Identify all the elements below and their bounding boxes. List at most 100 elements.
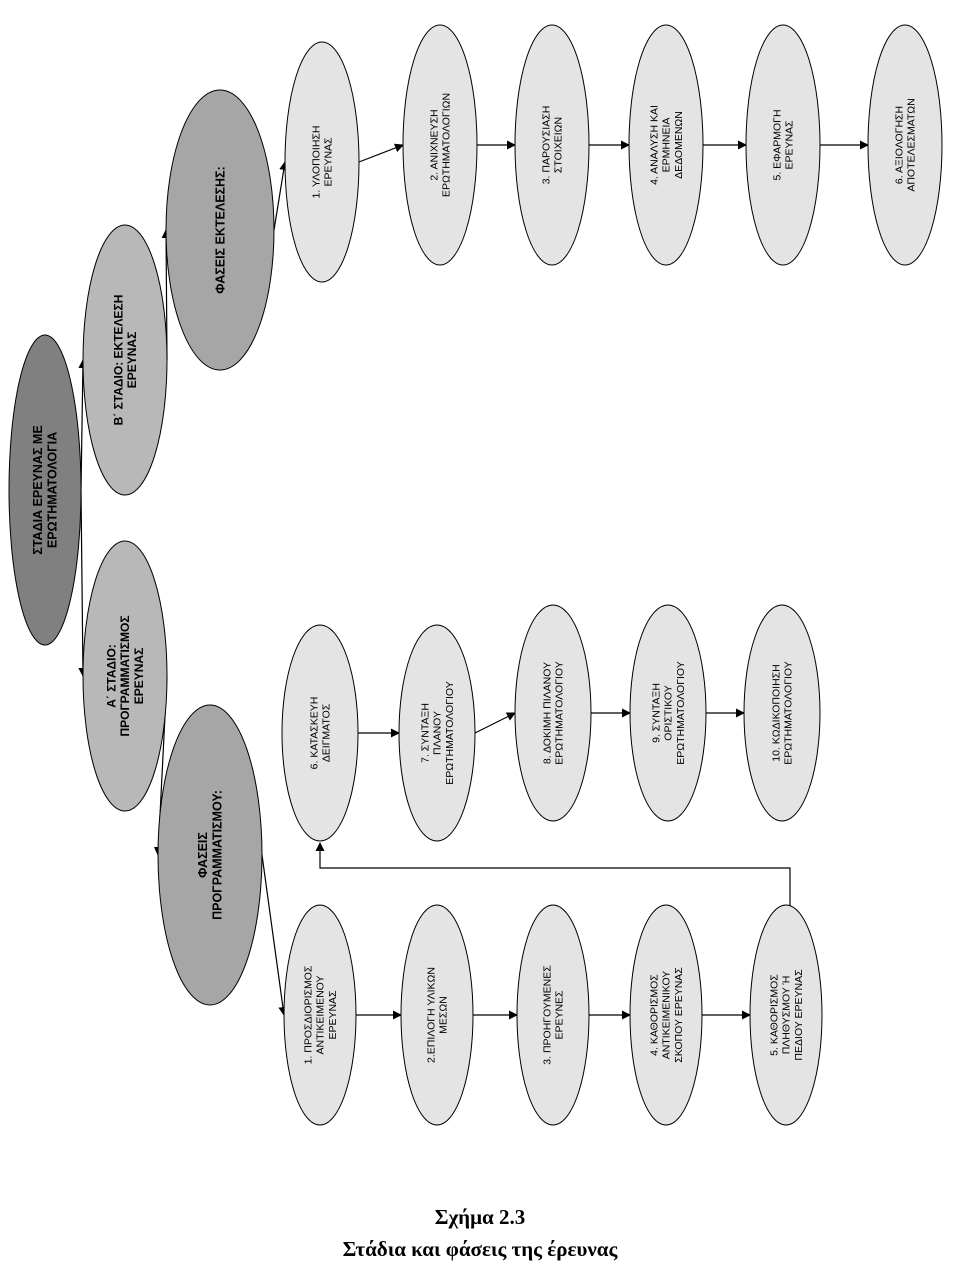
node-label-line: 4. ΑΝΑΛΥΣΗ ΚΑΙ — [649, 105, 661, 185]
node-e6: 6. ΑΞΙΟΛΟΓΗΣΗΑΠΟΤΕΛΕΣΜΑΤΩΝ — [867, 24, 943, 266]
node-e5: 5. ΕΦΑΡΜΟΓΗΕΡΕΥΝΑΣ — [745, 24, 821, 266]
node-e4: 4. ΑΝΑΛΥΣΗ ΚΑΙΕΡΜΗΝΕΙΑΔΕΔΟΜΕΝΩΝ — [628, 24, 704, 266]
node-label: 5. ΕΦΑΡΜΟΓΗΕΡΕΥΝΑΣ — [772, 109, 796, 180]
node-label: ΣΤΑΔΙΑ ΕΡΕΥΝΑΣ ΜΕΕΡΩΤΗΜΑΤΟΛΟΓΙΑ — [31, 425, 59, 554]
node-label: 4. ΑΝΑΛΥΣΗ ΚΑΙΕΡΜΗΝΕΙΑΔΕΔΟΜΕΝΩΝ — [649, 105, 685, 185]
arrow-root-to-stage_b — [78, 359, 88, 491]
node-label-line: ΜΕΣΩΝ — [438, 996, 450, 1034]
node-label-line: 10. ΚΩΔΙΚΟΠΟΙΗΣΗ — [771, 664, 783, 761]
diagram-nodes: ΣΤΑΔΙΑ ΕΡΕΥΝΑΣ ΜΕΕΡΩΤΗΜΑΤΟΛΟΓΙΑ Α΄ ΣΤΑΔΙΟ… — [8, 24, 943, 1126]
node-shape — [82, 224, 168, 496]
node-shape — [398, 624, 476, 842]
node-shape — [867, 24, 943, 266]
node-label-line: Β΄ ΣΤΑΔΙΟ: ΕΚΤΕΛΕΣΗ — [111, 295, 125, 426]
node-label: 5. ΚΑΘΟΡΙΣΜΟΣΠΛΗΘΥΣΜΟΥ ΉΠΕΔΙΟΥ ΕΡΕΥΝΑΣ — [769, 969, 805, 1061]
node-shape — [165, 89, 275, 371]
node-label-line: 6. ΑΞΙΟΛΟΓΗΣΗ — [894, 106, 906, 184]
node-p4: 4. ΚΑΘΟΡΙΣΜΟΣΑΝΤΙΚΕΙΜΕΝΙΚΟΥΣΚΟΠΟΥ ΕΡΕΥΝΑ… — [629, 904, 703, 1126]
node-phase-execution: ΦΑΣΕΙΣ ΕΚΤΕΛΕΣΗΣ: — [165, 89, 275, 371]
node-label-line: ΕΡΕΥΝΑΣ — [323, 137, 335, 187]
node-label-line: ΕΡΩΤΗΜΑΤΟΛΟΓΙΑ — [46, 432, 60, 548]
node-label-line: ΕΡΕΥΝΑΣ — [784, 120, 796, 170]
node-label: 4. ΚΑΘΟΡΙΣΜΟΣΑΝΤΙΚΕΙΜΕΝΙΚΟΥΣΚΟΠΟΥ ΕΡΕΥΝΑ… — [649, 967, 685, 1063]
arrow-phase_execution-to-e1 — [273, 161, 289, 231]
node-shape — [281, 624, 359, 842]
node-label: 3. ΠΡΟΗΓΟΥΜΕΝΕΣΕΡΕΥΝΕΣ — [542, 965, 566, 1065]
node-label-line: 5. ΕΦΑΡΜΟΓΗ — [772, 109, 784, 180]
figure-number: Σχήμα 2.3 — [434, 1205, 526, 1229]
node-root: ΣΤΑΔΙΑ ΕΡΕΥΝΑΣ ΜΕΕΡΩΤΗΜΑΤΟΛΟΓΙΑ — [8, 334, 82, 646]
node-label-line: ΔΕΔΟΜΕΝΩΝ — [673, 111, 685, 179]
node-label-line: ΕΡΕΥΝΑΣ — [327, 990, 339, 1040]
node-label: 1. ΥΛΟΠΟΙΗΣΗΕΡΕΥΝΑΣ — [311, 126, 335, 199]
node-label-line: ΕΡΩΤΗΜΑΤΟΛΟΓΙΟΥ — [675, 661, 687, 765]
arrow-p5-to-p6 — [315, 842, 791, 911]
node-e1: 1. ΥΛΟΠΟΙΗΣΗΕΡΕΥΝΑΣ — [284, 41, 360, 283]
node-label: 10. ΚΩΔΙΚΟΠΟΙΗΣΗΕΡΩΤΗΜΑΤΟΛΟΓΙΟΥ — [771, 661, 795, 765]
node-label-line: 3. ΠΑΡΟΥΣΙΑΣΗ — [541, 106, 553, 185]
node-shape — [400, 904, 474, 1126]
node-label: 2.ΕΠΙΛΟΓΗ ΥΛΙΚΩΝΜΕΣΩΝ — [426, 967, 450, 1063]
node-stage-a: Α΄ ΣΤΑΔΙΟ:ΠΡΟΓΡΑΜΜΑΤΙΣΜΟΣΕΡΕΥΝΑΣ — [82, 540, 168, 812]
node-label: ΦΑΣΕΙΣΠΡΟΓΡΑΜΜΑΤΙΣΜΟΥ: — [196, 790, 224, 920]
node-p2: 2.ΕΠΙΛΟΓΗ ΥΛΙΚΩΝΜΕΣΩΝ — [400, 904, 474, 1126]
node-shape — [82, 540, 168, 812]
node-label: 9. ΣΥΝΤΑΞΗΟΡΙΣΤΙΚΟΥΕΡΩΤΗΜΑΤΟΛΟΓΙΟΥ — [651, 661, 687, 765]
node-shape — [284, 41, 360, 283]
node-label-line: ΕΡΩΤΗΜΑΤΟΛΟΓΙΟΥ — [444, 681, 456, 785]
node-p10: 10. ΚΩΔΙΚΟΠΟΙΗΣΗΕΡΩΤΗΜΑΤΟΛΟΓΙΟΥ — [743, 604, 821, 822]
node-label: 6. ΑΞΙΟΛΟΓΗΣΗΑΠΟΤΕΛΕΣΜΑΤΩΝ — [894, 98, 918, 191]
node-shape — [743, 604, 821, 822]
node-label: 8. ΔΟΚΙΜΗ ΠΙΛΑΝΟΥΕΡΩΤΗΜΑΤΟΛΟΓΙΟΥ — [542, 661, 566, 765]
node-label-line: ΣΤΟΙΧΕΙΩΝ — [553, 117, 565, 173]
node-shape — [283, 904, 357, 1126]
node-p5: 5. ΚΑΘΟΡΙΣΜΟΣΠΛΗΘΥΣΜΟΥ ΉΠΕΔΙΟΥ ΕΡΕΥΝΑΣ — [749, 904, 823, 1126]
node-label-line: ΕΡΜΗΝΕΙΑ — [661, 118, 673, 173]
node-shape — [402, 24, 478, 266]
node-label: 3. ΠΑΡΟΥΣΙΑΣΗΣΤΟΙΧΕΙΩΝ — [541, 106, 565, 185]
node-e2: 2. ΑΝΙΧΝΕΥΣΗΕΡΩΤΗΜΑΤΟΛΟΓΙΩΝ — [402, 24, 478, 266]
node-p1: 1. ΠΡΟΣΔΙΟΡΙΣΜΟΣΑΝΤΙΚΕΙΜΕΝΟΥΕΡΕΥΝΑΣ — [283, 904, 357, 1126]
node-label-line: ΑΠΟΤΕΛΕΣΜΑΤΩΝ — [906, 98, 918, 191]
node-label: ΦΑΣΕΙΣ ΕΚΤΕΛΕΣΗΣ: — [213, 166, 227, 293]
node-label-line: ΑΝΤΙΚΕΙΜΕΝΙΚΟΥ — [661, 971, 673, 1060]
node-shape — [514, 24, 590, 266]
node-label-line: ΠΡΟΓΡΑΜΜΑΤΙΣΜΟΥ: — [211, 790, 225, 920]
node-label-line: ΠΡΟΓΡΑΜΜΑΤΙΣΜΟΣ — [118, 615, 132, 736]
node-shape — [514, 604, 592, 822]
node-label-line: 8. ΔΟΚΙΜΗ ΠΙΛΑΝΟΥ — [542, 662, 554, 764]
node-shape — [745, 24, 821, 266]
node-label: 7. ΣΥΝΤΑΞΗΠΛΑΝΟΥΕΡΩΤΗΜΑΤΟΛΟΓΙΟΥ — [420, 681, 456, 785]
node-label-line: ΦΑΣΕΙΣ — [196, 832, 210, 878]
node-shape — [629, 904, 703, 1126]
research-stages-diagram: ΣΤΑΔΙΑ ΕΡΕΥΝΑΣ ΜΕΕΡΩΤΗΜΑΤΟΛΟΓΙΑ Α΄ ΣΤΑΔΙΟ… — [8, 24, 943, 1126]
node-label-line: 1. ΥΛΟΠΟΙΗΣΗ — [311, 126, 323, 199]
node-label-line: ΔΕΙΓΜΑΤΟΣ — [321, 703, 333, 762]
node-shape — [749, 904, 823, 1126]
node-stage-b: Β΄ ΣΤΑΔΙΟ: ΕΚΤΕΛΕΣΗΕΡΕΥΝΑΣ — [82, 224, 168, 496]
node-label-line: ΠΛΑΝΟΥ — [432, 711, 444, 755]
node-label-line: ΕΡΕΥΝΕΣ — [554, 990, 566, 1040]
node-label-line: ΠΛΗΘΥΣΜΟΥ Ή — [781, 976, 793, 1055]
node-label-line: 1. ΠΡΟΣΔΙΟΡΙΣΜΟΣ — [303, 965, 315, 1064]
node-label-line: 4. ΚΑΘΟΡΙΣΜΟΣ — [649, 974, 661, 1056]
node-label-line: 2. ΑΝΙΧΝΕΥΣΗ — [429, 109, 441, 180]
node-shape — [157, 704, 263, 1006]
node-shape — [8, 334, 82, 646]
node-label: Α΄ ΣΤΑΔΙΟ:ΠΡΟΓΡΑΜΜΑΤΙΣΜΟΣΕΡΕΥΝΑΣ — [104, 615, 146, 736]
node-label-line: 2.ΕΠΙΛΟΓΗ ΥΛΙΚΩΝ — [426, 967, 438, 1063]
node-label-line: 6. ΚΑΤΑΣΚΕΥΗ — [309, 697, 321, 770]
node-p6: 6. ΚΑΤΑΣΚΕΥΗΔΕΙΓΜΑΤΟΣ — [281, 624, 359, 842]
node-label: 1. ΠΡΟΣΔΙΟΡΙΣΜΟΣΑΝΤΙΚΕΙΜΕΝΟΥΕΡΕΥΝΑΣ — [303, 965, 339, 1064]
node-label-line: ΕΡΕΥΝΑΣ — [132, 648, 146, 705]
node-p8: 8. ΔΟΚΙΜΗ ΠΙΛΑΝΟΥΕΡΩΤΗΜΑΤΟΛΟΓΙΟΥ — [514, 604, 592, 822]
node-label: Β΄ ΣΤΑΔΙΟ: ΕΚΤΕΛΕΣΗΕΡΕΥΝΑΣ — [111, 295, 139, 426]
arrow-phase_planning-to-p1 — [261, 854, 288, 1016]
node-label-line: ΑΝΤΙΚΕΙΜΕΝΟΥ — [315, 975, 327, 1054]
node-label-line: ΕΡΩΤΗΜΑΤΟΛΟΓΙΟΥ — [554, 661, 566, 765]
node-label-line: ΕΡΩΤΗΜΑΤΟΛΟΓΙΩΝ — [441, 93, 453, 197]
node-shape — [516, 904, 590, 1126]
node-label-line: 9. ΣΥΝΤΑΞΗ — [651, 683, 663, 743]
node-shape — [628, 24, 704, 266]
arrow-e1-to-e2 — [358, 143, 404, 163]
